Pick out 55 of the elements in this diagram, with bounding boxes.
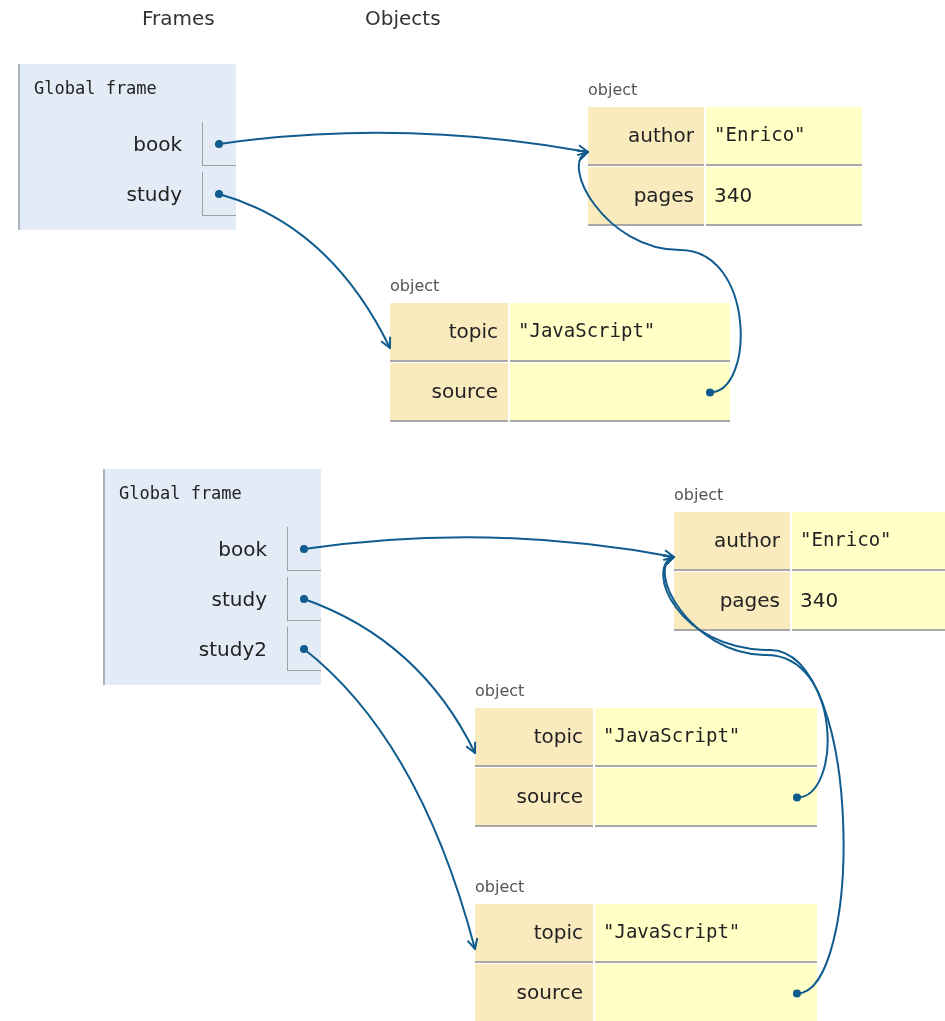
frame-title: Global frame (34, 78, 157, 98)
variable-name: study (211, 587, 267, 611)
field-row (475, 964, 817, 1021)
frame-panel (18, 64, 236, 230)
field-row (390, 303, 730, 363)
column-heading: Frames (142, 6, 215, 30)
field-value: "JavaScript" (595, 904, 817, 963)
variable-name: book (218, 537, 267, 561)
field-row (475, 708, 817, 768)
variable-name: book (133, 132, 182, 156)
field-row (588, 107, 862, 167)
object-heading: object (475, 681, 525, 700)
field-value: 340 (792, 572, 945, 631)
object-table (475, 877, 817, 1021)
field-value: 340 (706, 167, 862, 226)
variable-name: study2 (198, 637, 267, 661)
field-name: pages (588, 167, 704, 226)
field-row (588, 167, 862, 227)
object-heading: object (674, 485, 724, 504)
object-table (674, 485, 945, 632)
field-row (475, 904, 817, 964)
field-name: topic (475, 708, 593, 767)
object-heading: object (588, 80, 638, 99)
column-heading: Objects (365, 6, 441, 30)
pointer-arrow (661, 556, 845, 998)
frame-title: Global frame (119, 483, 242, 503)
field-row (674, 572, 945, 632)
object-table (588, 80, 862, 227)
field-value: "Enrico" (792, 512, 945, 571)
object-table (475, 681, 817, 828)
pointer-arrow (214, 131, 589, 157)
field-name: author (674, 512, 790, 571)
object-table (390, 276, 730, 423)
field-value: "JavaScript" (595, 708, 817, 767)
object-heading: object (475, 877, 525, 896)
pointer-arrow (214, 189, 391, 349)
field-row (390, 363, 730, 423)
variable-name: study (126, 182, 182, 206)
field-name: source (475, 964, 593, 1021)
field-row (674, 512, 945, 572)
field-row (475, 768, 817, 828)
field-name: topic (390, 303, 508, 362)
pointer-arrow (575, 151, 742, 397)
field-name: pages (674, 572, 790, 631)
pointer-arrow (299, 644, 479, 950)
field-name: source (475, 768, 593, 827)
field-name: topic (475, 904, 593, 963)
field-value: "JavaScript" (510, 303, 730, 362)
pointer-arrow (299, 536, 675, 562)
pointer-arrow (299, 594, 476, 754)
frame-panel (103, 469, 321, 685)
field-name: source (390, 363, 508, 422)
object-heading: object (390, 276, 440, 295)
field-name: author (588, 107, 704, 166)
field-value: "Enrico" (706, 107, 862, 166)
